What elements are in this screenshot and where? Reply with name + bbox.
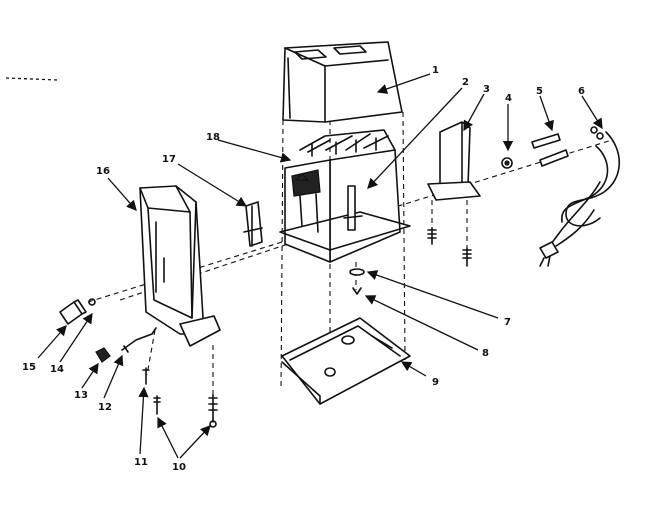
callout-8: 8 [482, 348, 489, 359]
callout-1: 1 [432, 65, 439, 76]
callout-11: 11 [134, 457, 148, 468]
callout-2: 2 [462, 77, 469, 88]
part-14-set-screw [88, 298, 96, 306]
callout-6: 6 [578, 86, 585, 97]
part-17-carriage-lever [243, 201, 263, 247]
part-16-end-panel [139, 185, 221, 347]
leader-lines [37, 73, 603, 459]
callout-15: 15 [22, 362, 36, 373]
stray-mark [5, 77, 59, 81]
part-13-clip [95, 347, 111, 363]
bracket-screws [427, 227, 472, 267]
part-10-screws [153, 394, 218, 428]
callout-17: 17 [162, 154, 176, 165]
callouts: 1 2 3 4 5 6 7 8 9 10 11 12 13 14 15 16 1… [22, 65, 585, 473]
callout-14: 14 [50, 364, 64, 375]
part-6-power-cord [539, 126, 620, 267]
callout-3: 3 [483, 84, 490, 95]
part-7-spring-clip [349, 268, 365, 276]
part-11-pin [142, 367, 150, 385]
callout-18: 18 [206, 132, 220, 143]
part-3-end-bracket [427, 121, 481, 201]
callout-10: 10 [172, 462, 186, 473]
part-1-outer-shell [282, 41, 403, 123]
callout-13: 13 [74, 390, 88, 401]
callout-5: 5 [536, 86, 543, 97]
callout-16: 16 [96, 166, 110, 177]
part-2-chassis-assembly [279, 129, 411, 263]
part-5-cord-sleeves [531, 133, 569, 167]
part-12-lever-bar [121, 327, 157, 353]
part-4-strain-relief [501, 157, 513, 169]
callout-9: 9 [432, 377, 439, 388]
part-9-base-plate [281, 317, 411, 405]
part-15-control-knob [59, 299, 87, 325]
part-8-rivet [352, 287, 362, 295]
callout-4: 4 [505, 93, 512, 104]
callout-12: 12 [98, 402, 112, 413]
callout-7: 7 [504, 317, 511, 328]
